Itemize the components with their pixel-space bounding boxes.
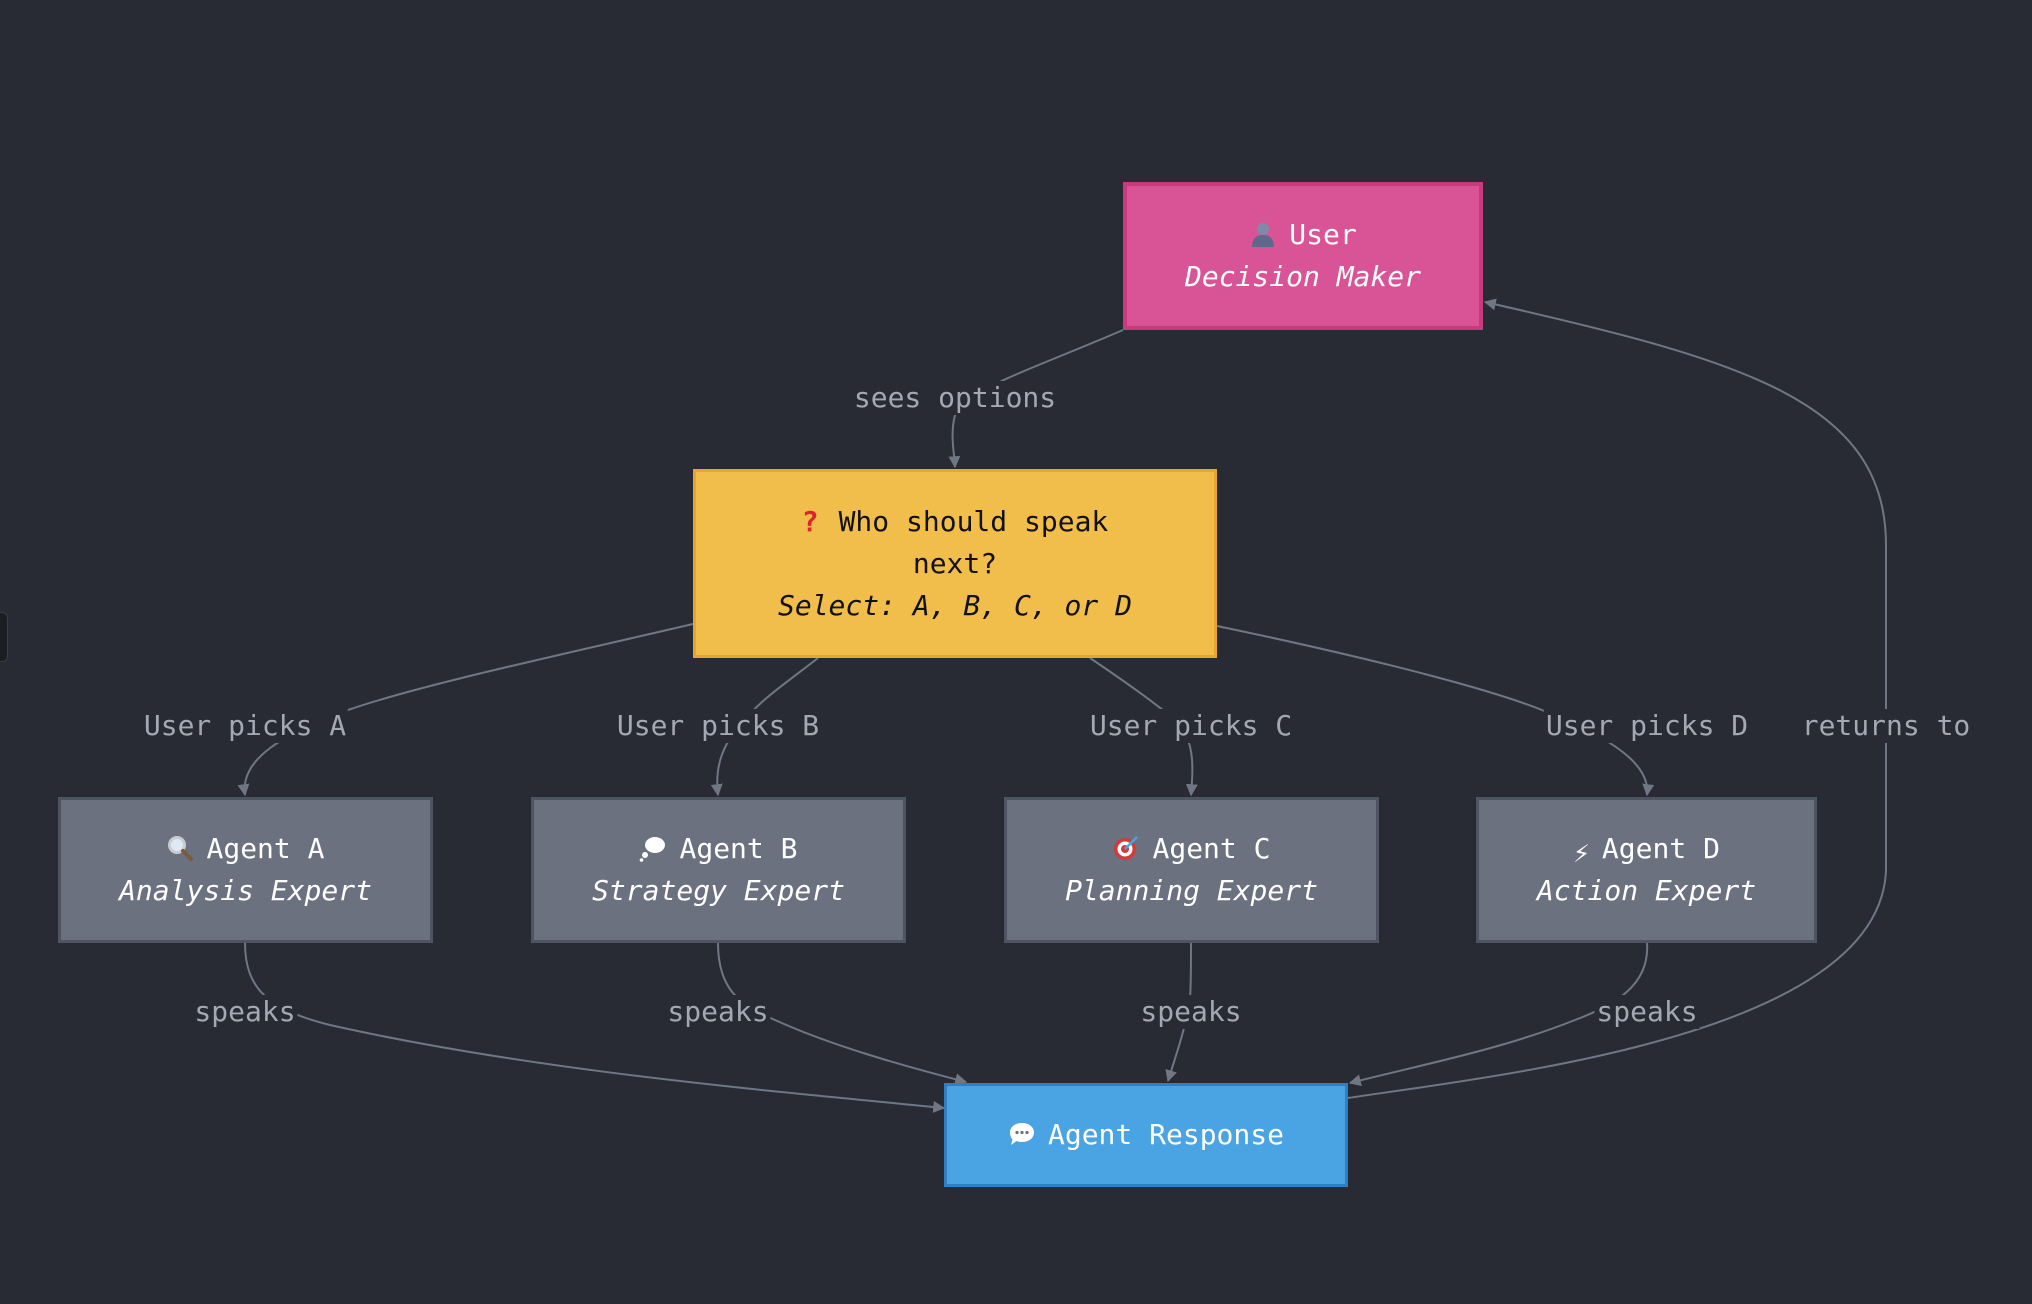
question-icon: ? <box>801 504 819 538</box>
node-agent-response[interactable]: Agent Response <box>944 1083 1348 1187</box>
edge-label-speaks-a: speaks <box>192 995 298 1029</box>
node-question-title-line1: Who should speak <box>838 504 1109 538</box>
edge-label-speaks-c: speaks <box>1138 995 1244 1029</box>
node-agent-c-subtitle: Planning Expert <box>1065 874 1318 907</box>
edge-label-speaks-b: speaks <box>665 995 771 1029</box>
node-response-title: Agent Response <box>1047 1118 1284 1151</box>
edge-question-to-agent-a <box>237 623 694 797</box>
node-response-title-row: Agent Response <box>1008 1114 1284 1156</box>
user-icon <box>1252 223 1275 247</box>
target-icon <box>1114 836 1139 860</box>
node-agent-b-subtitle: Strategy Expert <box>592 874 845 907</box>
node-agent-c-title: Agent C <box>1152 832 1271 865</box>
node-question-subtitle: Select: A, B, C, or D <box>777 588 1132 622</box>
node-question-title-row: ? Who should speak <box>802 501 1109 543</box>
edge-label-user-picks-a: User picks A <box>141 709 349 743</box>
collapsed-side-tab[interactable] <box>0 612 8 662</box>
node-agent-b-title-row: Agent B <box>639 828 798 870</box>
node-agent-d-title-row: ⚡ Agent D <box>1573 828 1720 870</box>
edge-label-speaks-d: speaks <box>1594 995 1700 1029</box>
node-agent-a[interactable]: Agent A Analysis Expert <box>58 797 433 943</box>
node-user-title-row: User <box>1249 214 1357 256</box>
node-user[interactable]: User Decision Maker <box>1123 182 1483 330</box>
edge-label-user-picks-d: User picks D <box>1543 709 1751 743</box>
edge-question-to-agent-d <box>1216 625 1655 797</box>
node-question-title-line2: next? <box>912 546 998 580</box>
edge-label-user-picks-b: User picks B <box>614 709 822 743</box>
edge-agent-d-to-response <box>1348 942 1649 1087</box>
node-agent-b-title: Agent B <box>679 832 798 865</box>
node-agent-a-subtitle: Analysis Expert <box>119 874 372 907</box>
edge-agent-b-to-response <box>717 942 968 1086</box>
node-question[interactable]: ? Who should speak next? Select: A, B, C,… <box>693 469 1217 658</box>
node-agent-d-subtitle: Action Expert <box>1536 874 1757 907</box>
lightning-icon: ⚡ <box>1573 836 1590 869</box>
node-user-title: User <box>1289 218 1357 251</box>
node-agent-c-title-row: Agent C <box>1112 828 1271 870</box>
node-agent-b[interactable]: Agent B Strategy Expert <box>531 797 906 943</box>
edge-label-user-picks-c: User picks C <box>1087 709 1295 743</box>
node-agent-d-title: Agent D <box>1601 832 1720 865</box>
magnifier-icon <box>168 836 194 861</box>
thought-bubble-icon <box>640 837 666 862</box>
speech-bubble-icon <box>1009 1123 1034 1145</box>
node-agent-c[interactable]: Agent C Planning Expert <box>1004 797 1379 943</box>
node-user-subtitle: Decision Maker <box>1184 260 1421 293</box>
edge-label-returns-to: returns to <box>1799 709 1973 743</box>
node-agent-a-title-row: Agent A <box>166 828 325 870</box>
edge-agent-a-to-response <box>244 942 946 1113</box>
node-agent-a-title: Agent A <box>206 832 325 865</box>
edge-response-to-user <box>1347 298 1887 1099</box>
edge-label-sees-options: sees options <box>851 381 1059 415</box>
node-agent-d[interactable]: ⚡ Agent D Action Expert <box>1476 797 1817 943</box>
